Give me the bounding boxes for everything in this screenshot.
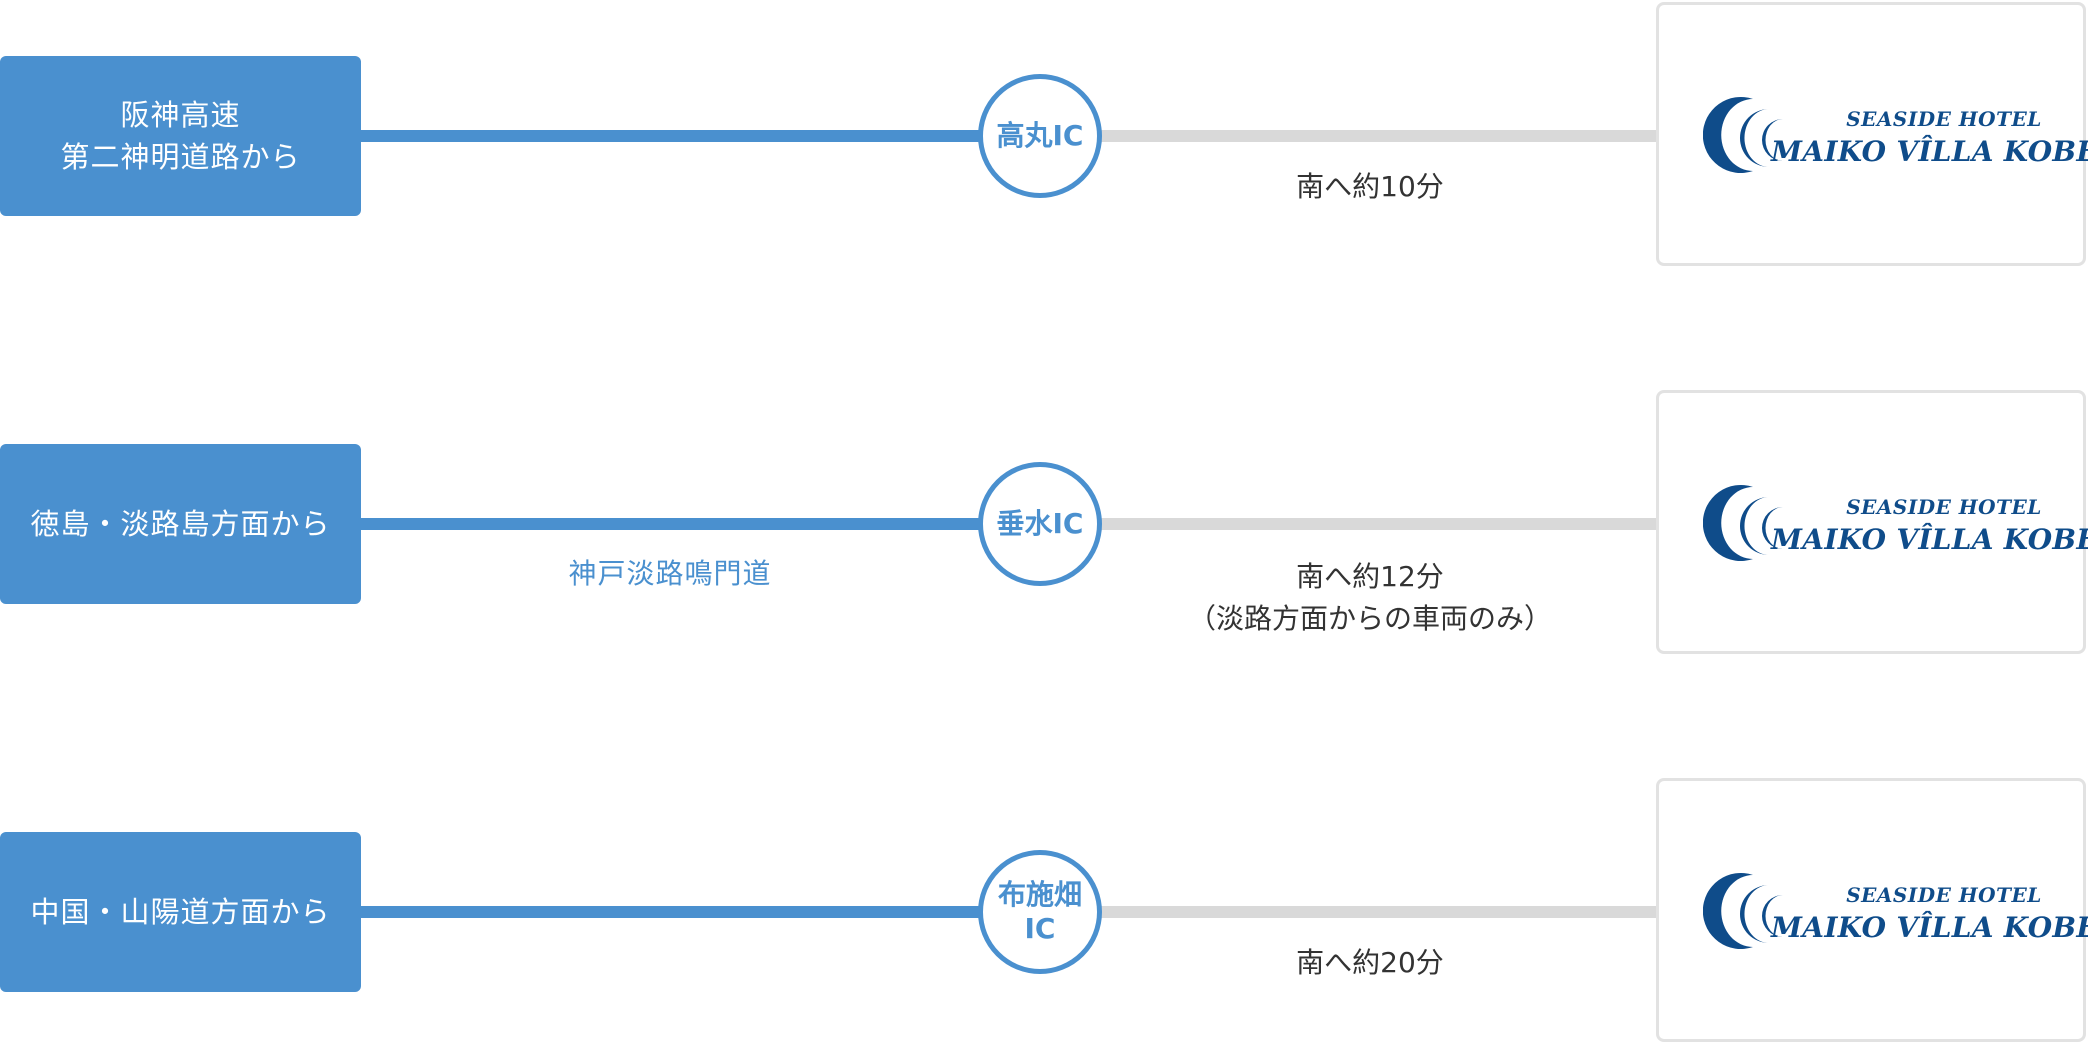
local-road-line	[1100, 130, 1658, 142]
origin-box: 阪神高速 第二神明道路から	[0, 56, 361, 216]
direction-line-1: 南へ約20分	[1296, 946, 1444, 979]
origin-line-1: 中国・山陽道方面から	[30, 895, 331, 929]
hotel-card: SEASIDE HOTEL MAIKO VÎLLA KOBE	[1656, 2, 2088, 266]
interchange-node: 高丸IC	[978, 74, 1102, 198]
hotel-card: SEASIDE HOTEL MAIKO VÎLLA KOBE	[1656, 778, 2088, 1042]
expressway-line	[361, 518, 981, 530]
direction-label: 南へ約20分	[1150, 942, 1590, 984]
local-road-line	[1100, 906, 1658, 918]
expressway-line	[361, 130, 981, 142]
wave-arcs-icon	[1703, 485, 1783, 561]
direction-label: 南へ約10分	[1150, 166, 1590, 208]
hotel-subtitle: SEASIDE HOTEL	[1846, 883, 2042, 907]
route-row-2: 徳島・淡路島方面から 神戸淡路鳴門道 垂水IC 南へ約12分 （淡路方面からの車…	[0, 0, 2088, 654]
direction-line-2: （淡路方面からの車両のみ）	[1187, 602, 1552, 635]
origin-box: 徳島・淡路島方面から	[0, 444, 361, 604]
direction-line-1: 南へ約10分	[1296, 170, 1444, 203]
origin-box: 中国・山陽道方面から	[0, 832, 361, 992]
hotel-name: MAIKO VÎLLA KOBE	[1771, 523, 2088, 556]
wave-arcs-icon	[1703, 873, 1783, 949]
direction-label: 南へ約12分 （淡路方面からの車両のみ）	[1150, 556, 1590, 640]
hotel-name: MAIKO VÎLLA KOBE	[1771, 911, 2088, 944]
hotel-name: MAIKO VÎLLA KOBE	[1771, 135, 2088, 168]
local-road-line	[1100, 518, 1658, 530]
interchange-label-line-1: 布施畑	[997, 878, 1082, 911]
origin-line-2: 第二神明道路から	[60, 140, 301, 174]
origin-line-1: 阪神高速	[120, 98, 241, 132]
wave-arcs-icon	[1703, 97, 1783, 173]
interchange-label-line-2: IC	[1024, 912, 1056, 945]
interchange-label: 高丸IC	[996, 119, 1084, 152]
hotel-card: SEASIDE HOTEL MAIKO VÎLLA KOBE	[1656, 390, 2088, 654]
hotel-subtitle: SEASIDE HOTEL	[1846, 107, 2042, 131]
interchange-node: 垂水IC	[978, 462, 1102, 586]
road-name-label: 神戸淡路鳴門道	[568, 557, 772, 590]
hotel-subtitle: SEASIDE HOTEL	[1846, 495, 2042, 519]
interchange-label: 垂水IC	[996, 507, 1084, 540]
expressway-line	[361, 906, 981, 918]
direction-line-1: 南へ約12分	[1296, 560, 1444, 593]
origin-line-1: 徳島・淡路島方面から	[30, 507, 331, 541]
interchange-node: 布施畑 IC	[978, 850, 1102, 974]
route-row-1: 阪神高速 第二神明道路から 高丸IC 南へ約10分 SEASIDE HOTEL …	[0, 0, 2088, 270]
